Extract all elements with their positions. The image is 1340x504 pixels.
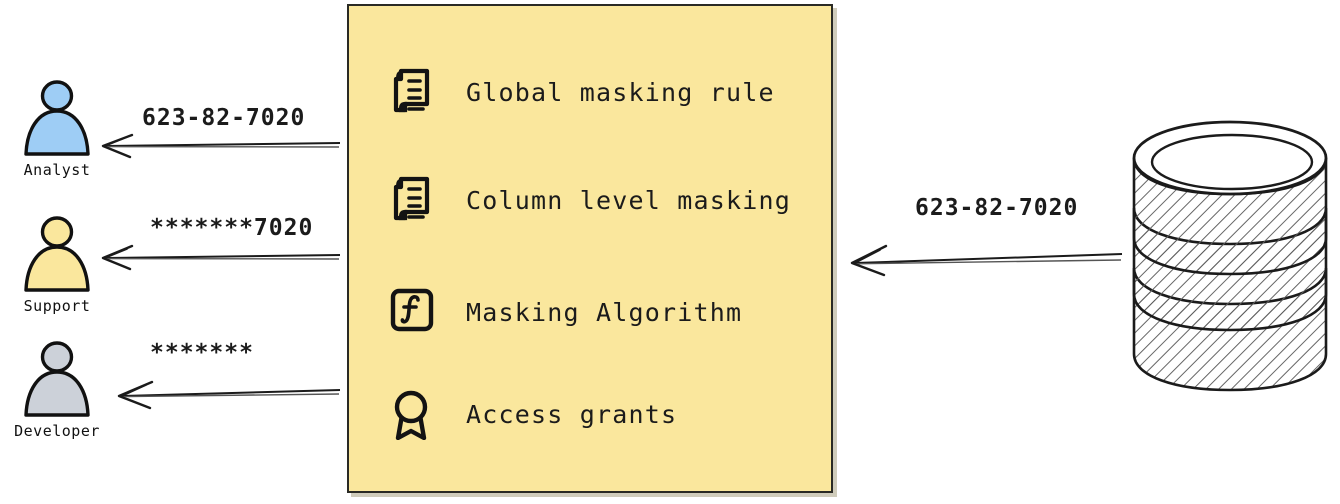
actor-label: Analyst <box>23 161 91 179</box>
person-icon <box>24 341 90 417</box>
policy-item[interactable]: Access grants <box>387 388 677 440</box>
flow-label-database: 623-82-7020 <box>915 195 1079 221</box>
actor-analyst: Analyst <box>2 78 112 179</box>
flow-label-developer: ******* <box>150 340 254 366</box>
scroll-icon <box>393 68 430 113</box>
flow-label-support: *******7020 <box>150 215 314 241</box>
policy-panel: Global masking rule Column level masking… <box>347 4 833 493</box>
award-ribbon-icon <box>394 390 428 440</box>
policy-item[interactable]: Global masking rule <box>387 66 775 118</box>
actor-label: Developer <box>14 422 100 440</box>
flow-arrow-analyst <box>101 133 341 159</box>
policy-item[interactable]: Masking Algorithm <box>387 286 742 338</box>
flow-label-analyst: 623-82-7020 <box>142 105 306 131</box>
actor-support: Support <box>2 214 112 315</box>
actor-developer: Developer <box>2 339 112 440</box>
function-box-icon <box>390 288 434 332</box>
flow-arrow-database <box>850 244 1123 277</box>
person-icon <box>24 216 90 292</box>
database-cylinder-icon <box>1132 120 1328 392</box>
policy-item-label: Column level masking <box>466 185 792 215</box>
scroll-icon <box>393 176 430 221</box>
person-icon <box>24 80 90 156</box>
flow-arrow-support <box>101 244 341 271</box>
flow-arrow-developer <box>117 380 341 410</box>
actor-label: Support <box>23 297 91 315</box>
policy-item-label: Global masking rule <box>466 77 775 107</box>
policy-item[interactable]: Column level masking <box>387 174 791 226</box>
policy-item-label: Masking Algorithm <box>466 297 743 327</box>
policy-item-label: Access grants <box>466 399 678 429</box>
